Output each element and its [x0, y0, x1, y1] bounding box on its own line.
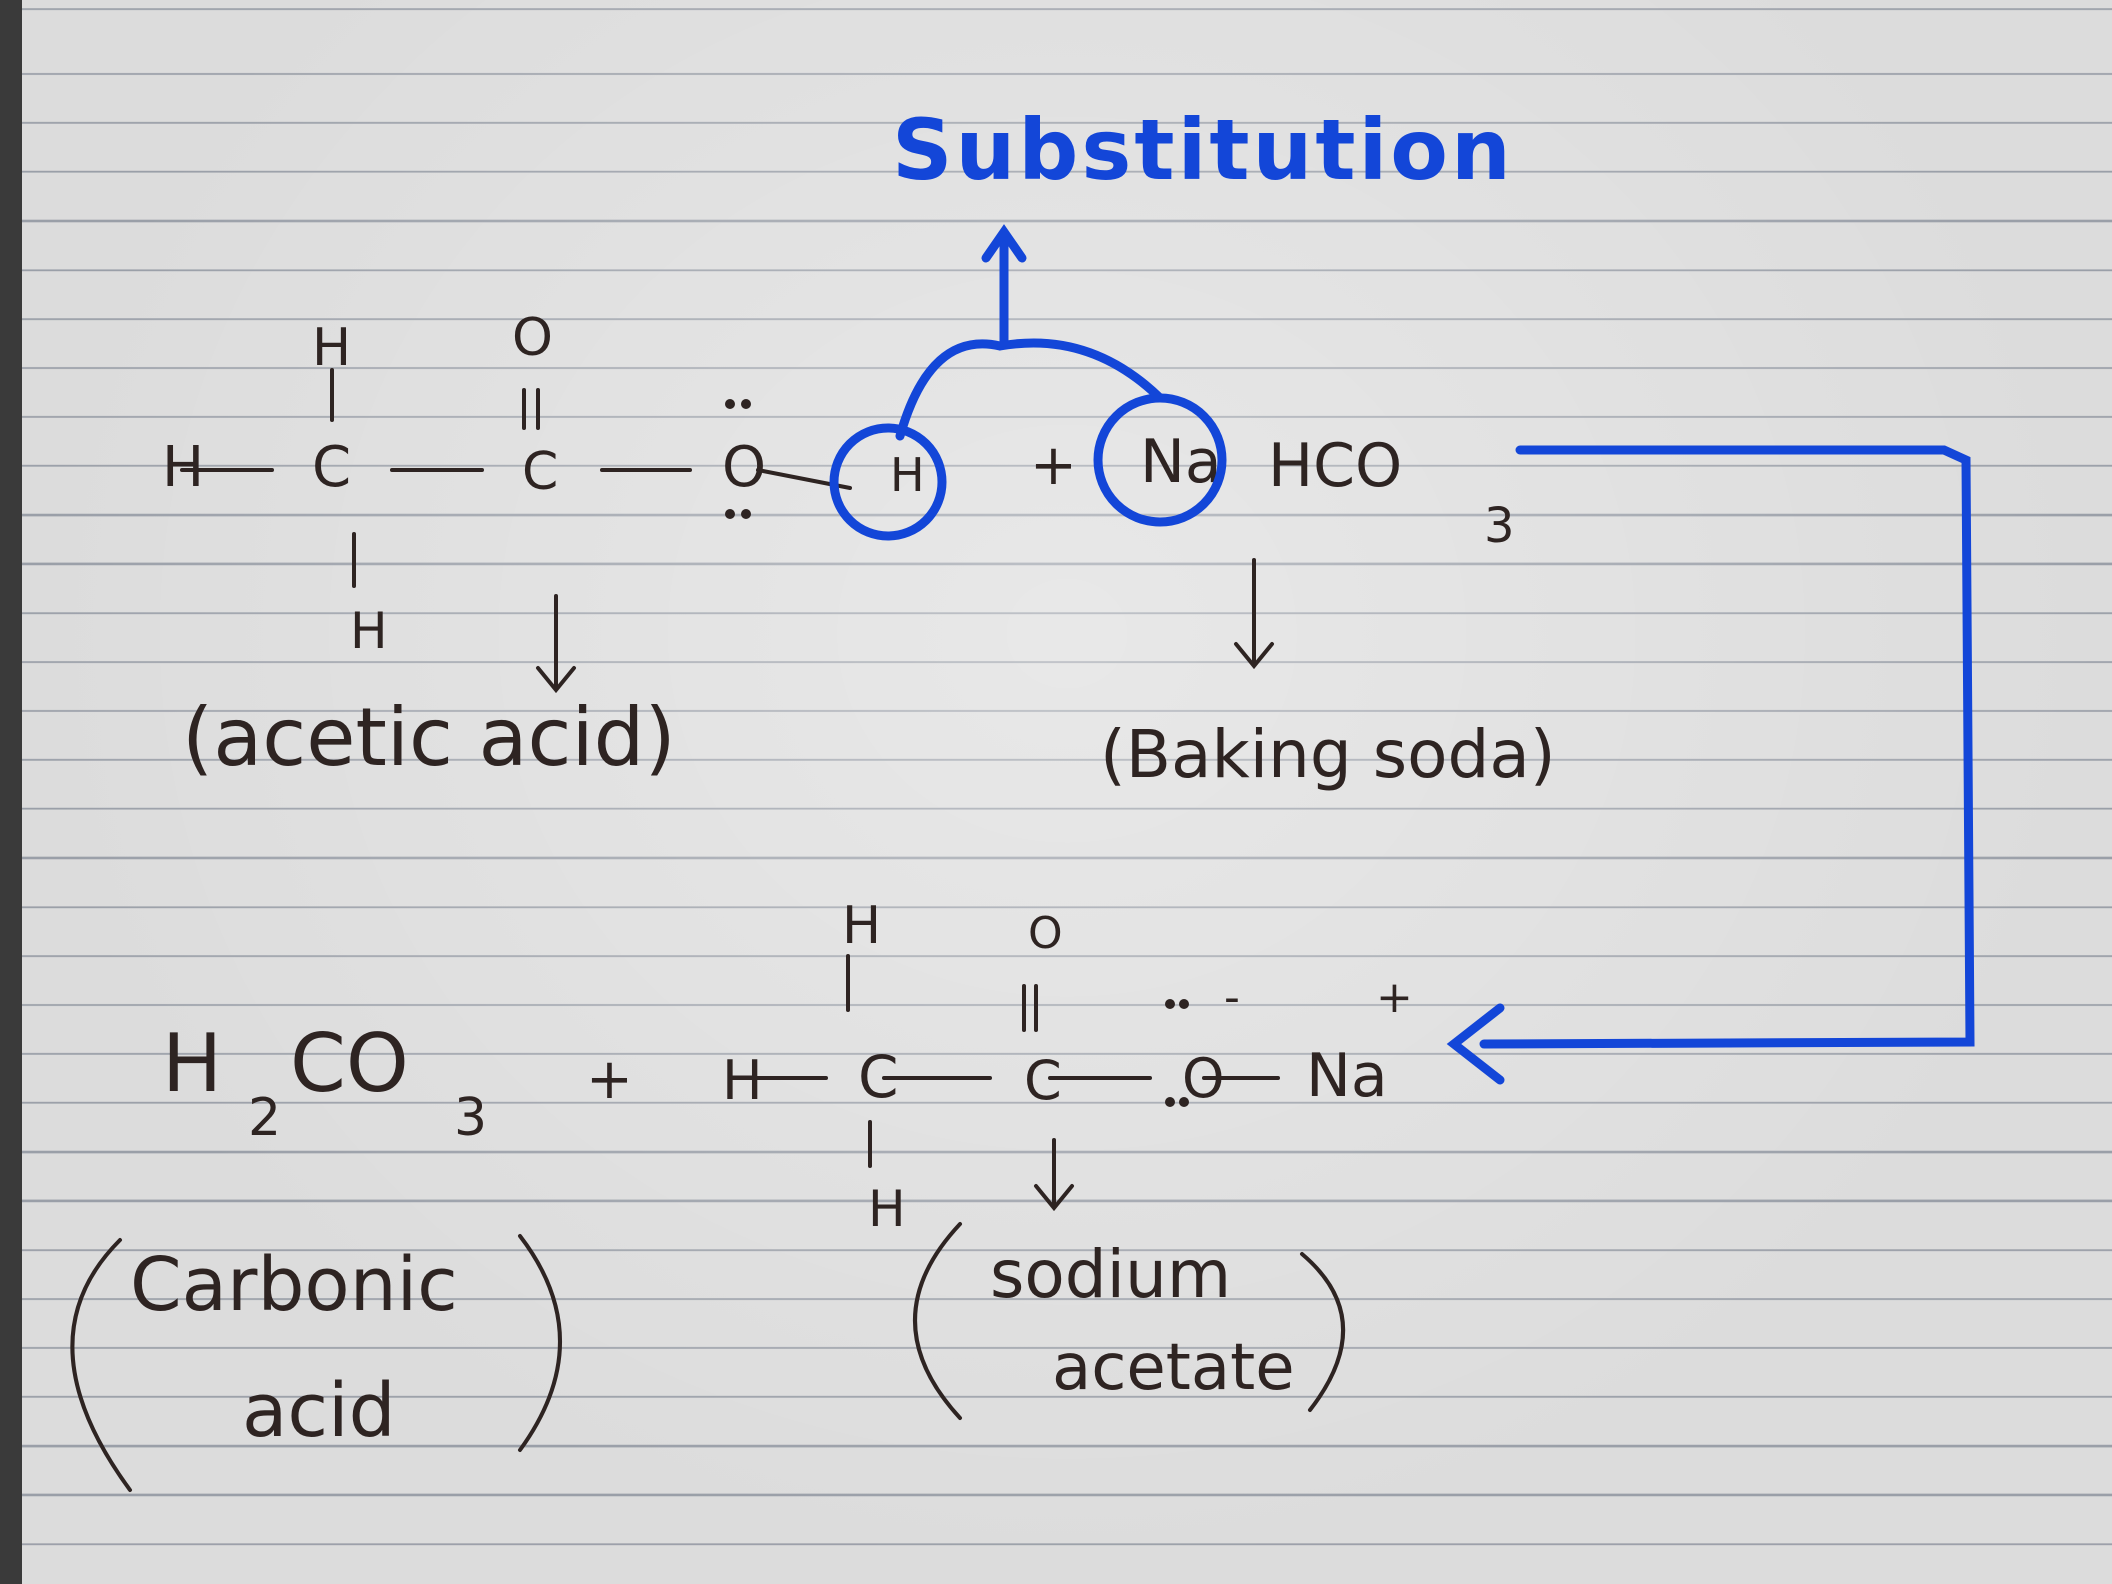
acid-top-o: O	[512, 308, 553, 368]
left-arrow-icon	[1446, 1003, 1505, 1085]
sodium-label: sodium	[990, 1236, 1232, 1313]
right-paren-carbonic	[518, 1234, 562, 1452]
sodium-highlight-circle	[1093, 393, 1227, 527]
hydrogen-highlight-circle	[829, 423, 947, 541]
salt-carbon-2: C	[1024, 1049, 1062, 1112]
acid-hydrogen-circled: H	[890, 448, 925, 502]
acid-oxygen: O	[722, 435, 767, 500]
acid-carbon-1: C	[312, 435, 352, 500]
acetate-label: acetate	[1052, 1331, 1295, 1405]
base-subscript-3: 3	[1484, 498, 1515, 554]
base-hco: HCO	[1268, 431, 1403, 501]
acid-top-h: H	[312, 318, 352, 378]
product-sub-3: 3	[454, 1088, 488, 1148]
down-arrow-icon	[536, 594, 576, 694]
acid-label: acid	[242, 1368, 396, 1454]
right-paren-sodium-acetate	[1300, 1252, 1346, 1412]
salt-bottom-h: H	[868, 1180, 906, 1238]
salt-h-left: H	[722, 1049, 763, 1112]
down-arrow-icon	[1234, 558, 1274, 670]
notebook-page: Substitution H O H C C O H H (acetic aci…	[22, 0, 2112, 1584]
down-arrow-icon	[1034, 1138, 1074, 1212]
acid-bottom-h: H	[350, 602, 388, 660]
left-paren-sodium-acetate	[913, 1222, 962, 1420]
base-sodium: Na	[1140, 427, 1222, 497]
reaction-connector-line	[1479, 445, 1975, 1049]
salt-top-h: H	[842, 896, 882, 956]
salt-sodium: Na	[1306, 1041, 1388, 1111]
acid-carbon-2: C	[522, 442, 559, 502]
left-paren-carbonic	[70, 1238, 132, 1492]
acetic-acid-label: (acetic acid)	[182, 691, 676, 784]
baking-soda-label: (Baking soda)	[1100, 716, 1556, 793]
salt-top-o: O	[1028, 908, 1063, 959]
product-sub-2: 2	[248, 1088, 282, 1148]
carbonic-label: Carbonic	[130, 1242, 458, 1328]
salt-charge-minus: -	[1224, 972, 1240, 1023]
plus-sign-bottom: +	[586, 1047, 633, 1112]
substitution-arc	[895, 338, 1165, 441]
salt-charge-plus: +	[1376, 972, 1413, 1023]
product-h: H	[162, 1017, 223, 1110]
product-co: CO	[290, 1017, 409, 1110]
acid-h-left: H	[162, 435, 205, 500]
up-arrow-icon	[981, 224, 1027, 347]
plus-sign-top: +	[1030, 433, 1077, 498]
substitution-label: Substitution	[892, 101, 1514, 199]
